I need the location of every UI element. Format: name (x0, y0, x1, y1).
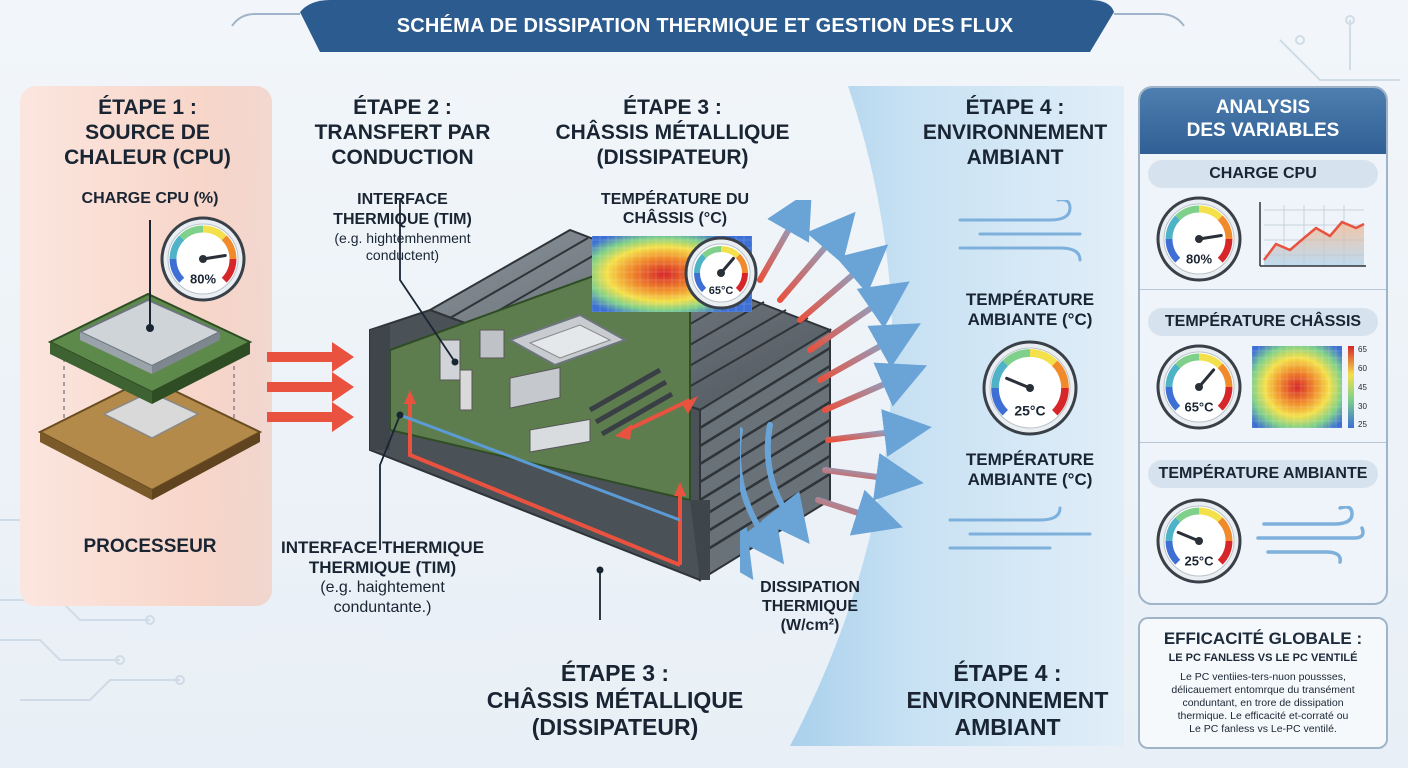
conduction-arrows (267, 342, 354, 432)
cpu-charge-gauge: 80% (160, 216, 246, 302)
scale-tick-0: 65 (1358, 345, 1367, 354)
step3-bottom-title: ÉTAPE 3 :CHÂSSIS MÉTALLIQUE(DISSIPATEUR) (486, 660, 744, 740)
processor-label: PROCESSEUR (83, 536, 217, 557)
efficiency-title: EFFICACITÉ GLOBALE : (1163, 629, 1363, 648)
circuit-traces (0, 15, 1400, 701)
sidebar-ambient-gauge-value: 25°C (1184, 554, 1214, 569)
title-banner (300, 0, 1114, 52)
step4-panel (790, 86, 1124, 746)
step3-title: ÉTAPE 3 :CHÂSSIS MÉTALLIQUE(DISSIPATEUR) (555, 96, 790, 169)
chassis-temp-gauge-value: 65°C (709, 285, 734, 297)
sidebar-heatmap: 65 60 45 30 25 (1252, 345, 1367, 429)
chassis-temp-gauge: 65°C (684, 236, 758, 310)
cpu-illustration (37, 220, 263, 500)
scale-tick-2: 45 (1358, 383, 1367, 392)
scale-tick-4: 25 (1358, 420, 1367, 429)
chassis-temp-pill: TEMPÉRATURE CHÂSSIS (1148, 308, 1378, 336)
dissipation-arrows (740, 200, 932, 580)
ambient-temp-gauge-value: 25°C (1014, 403, 1045, 419)
scale-tick-3: 30 (1358, 402, 1367, 411)
sidebar-cpu-gauge-value: 80% (1186, 252, 1212, 267)
cpu-load-mini-chart (1259, 202, 1366, 267)
sidebar-chassis-gauge: 65°C (1156, 344, 1242, 430)
airflow-swirls (948, 200, 1092, 550)
cpu-charge-gauge-value: 80% (190, 272, 216, 287)
sidebar-ambient-gauge: 25°C (1156, 498, 1242, 584)
ambient-temp-pill: TEMPÉRATURE AMBIANTE (1148, 460, 1378, 488)
efficiency-subtitle: LE PC FANLESS VS LE PC VENTILÉ (1168, 652, 1358, 664)
sidebar-cpu-gauge: 80% (1156, 196, 1242, 282)
efficiency-body: Le PC ventiies-ters-nuon poussses,délica… (1171, 671, 1355, 735)
cpu-socket (37, 376, 263, 500)
ambient-temp-gauge: 25°C (982, 340, 1078, 436)
scale-tick-1: 60 (1358, 364, 1367, 373)
sidebar-chassis-gauge-value: 65°C (1184, 400, 1214, 415)
ambient-temp-gauge-needle (1005, 376, 1032, 390)
efficiency-box: EFFICACITÉ GLOBALE : LE PC FANLESS VS LE… (1138, 617, 1388, 749)
wind-icon (1256, 506, 1365, 564)
motherboard (389, 268, 691, 502)
charge-cpu-pill: CHARGE CPU (1148, 160, 1378, 188)
variables-panel-header (1140, 88, 1386, 154)
cpu-charge-label: CHARGE CPU (%) (81, 190, 219, 207)
page-title: SCHÉMA DE DISSIPATION THERMIQUE ET GESTI… (396, 15, 1014, 37)
cpu-chip (47, 292, 253, 404)
